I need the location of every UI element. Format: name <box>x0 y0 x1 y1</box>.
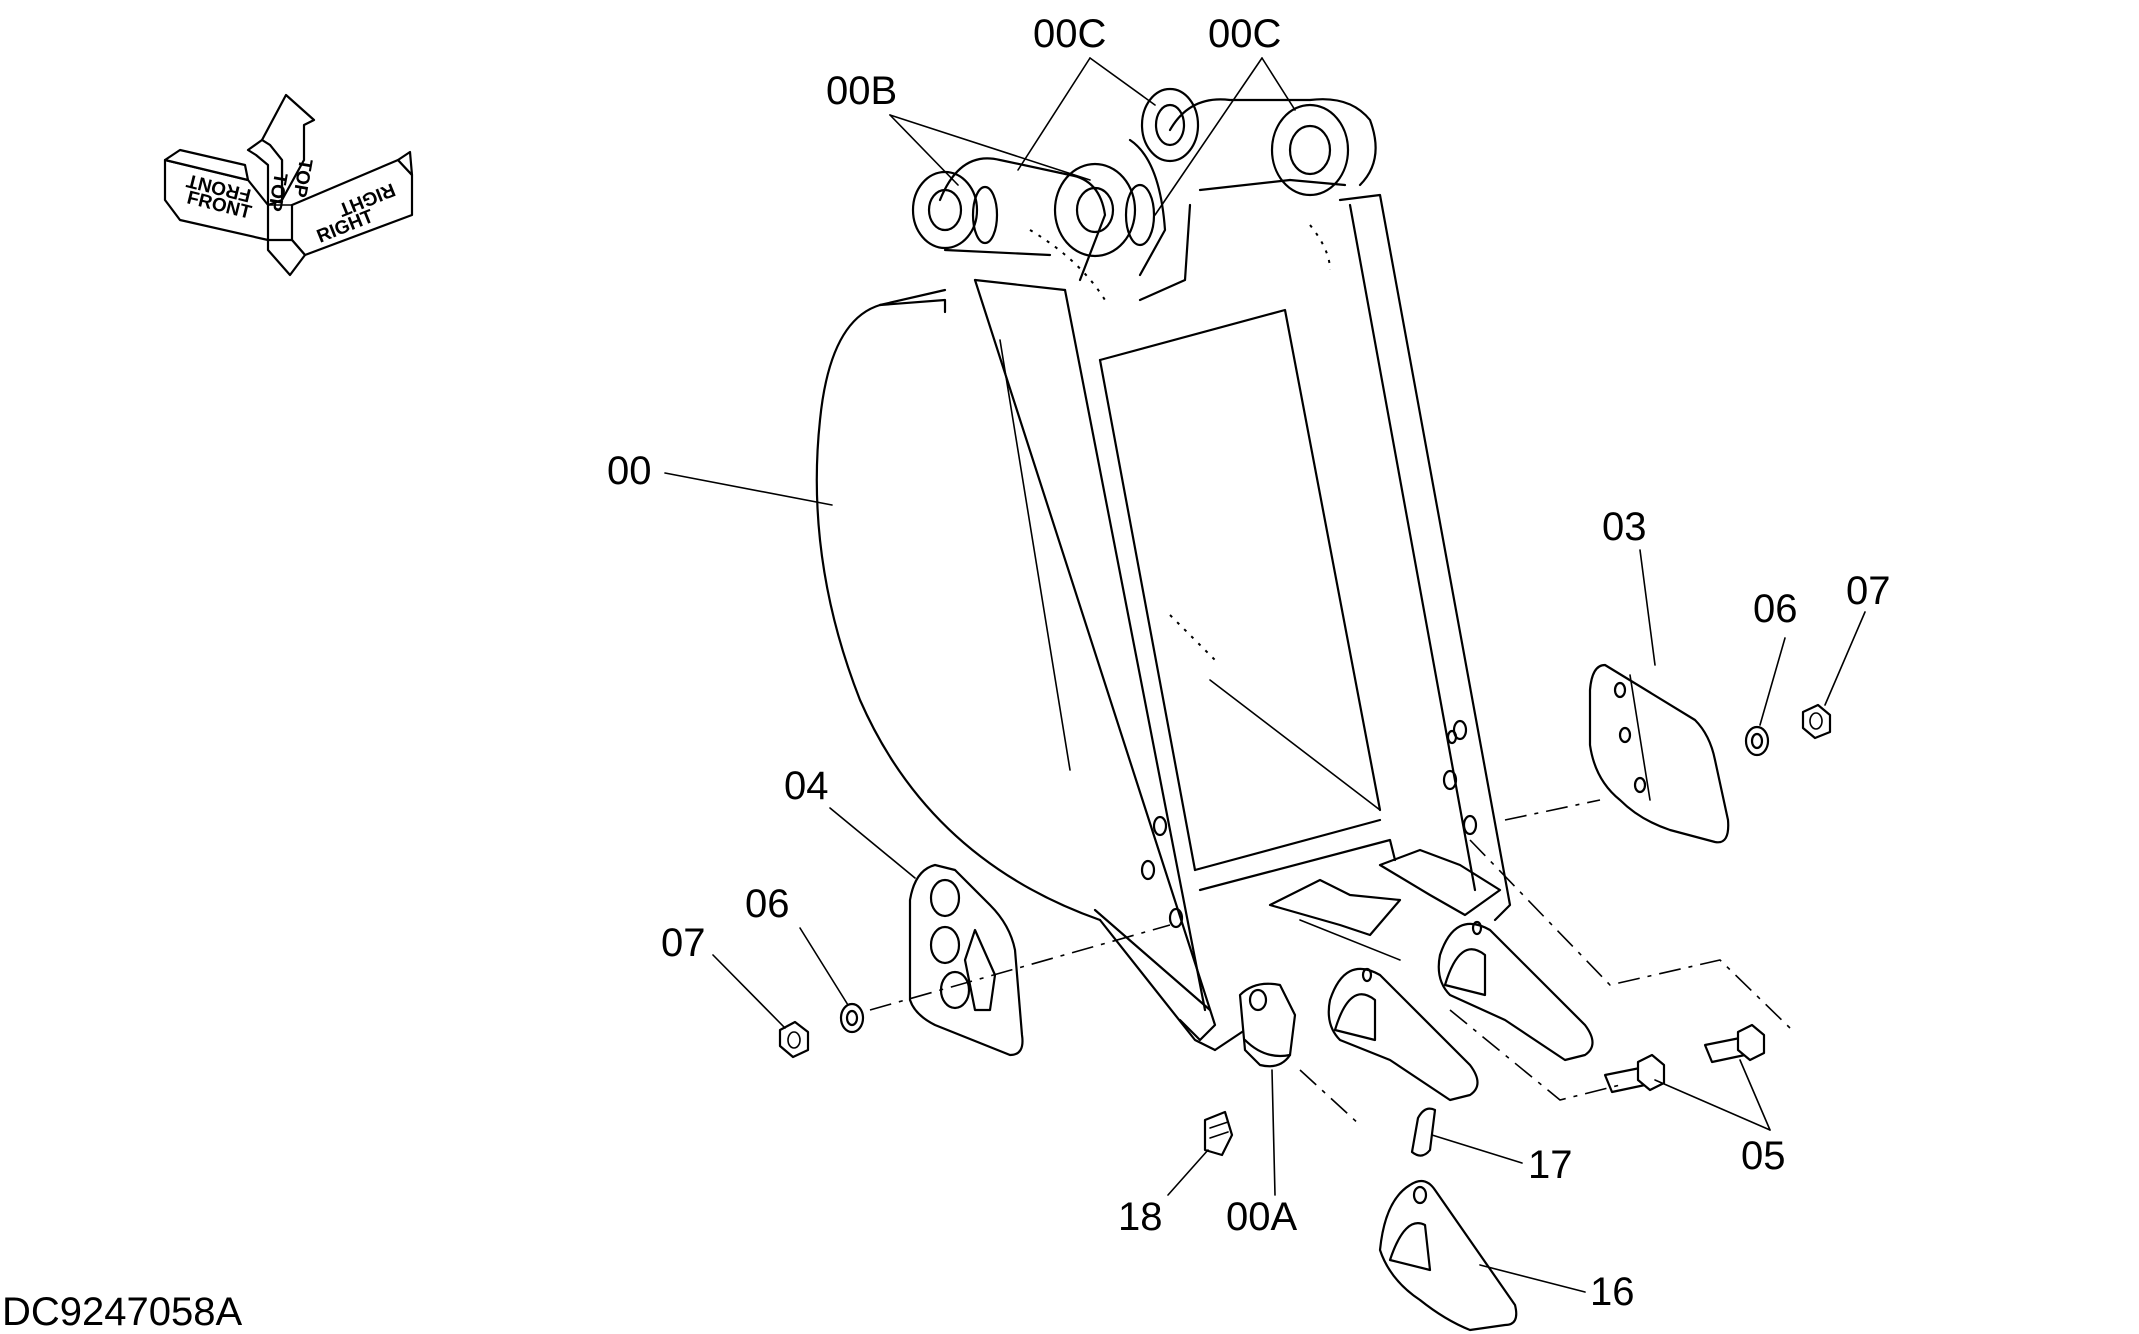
bolt-front <box>1603 1053 1666 1094</box>
callout-00c-right: 00C <box>1208 12 1281 56</box>
callout-18: 18 <box>1118 1195 1163 1239</box>
callout-16: 16 <box>1590 1270 1635 1314</box>
callout-07-right: 07 <box>1846 569 1891 613</box>
leader-lines <box>664 57 1866 1293</box>
washer-left <box>839 1002 865 1034</box>
top-bosses <box>911 87 1377 302</box>
tooth-pin <box>1410 1107 1437 1157</box>
side-cutter-right <box>1588 663 1730 844</box>
orientation-indicator-icon: FRONT FRONT TOP TOP RIGHT RIGHT <box>163 93 414 277</box>
lock <box>1203 1110 1234 1157</box>
callout-06-left: 06 <box>745 882 790 926</box>
tooth-installed-2 <box>1437 920 1594 1062</box>
callout-06-right: 06 <box>1753 587 1798 631</box>
nut-left <box>778 1020 810 1059</box>
callout-00: 00 <box>607 449 652 493</box>
callout-00c-left: 00C <box>1033 12 1106 56</box>
callout-03: 03 <box>1602 505 1647 549</box>
tooth-adapters <box>1268 848 1502 961</box>
callout-00a: 00A <box>1226 1195 1297 1239</box>
adapter-installed <box>1238 982 1297 1068</box>
tooth <box>1378 1179 1518 1332</box>
callout-labels: 00 00A 00B 00C 00C 03 04 05 06 06 07 07 … <box>607 12 1891 1314</box>
nut-right <box>1801 703 1832 740</box>
bucket-body <box>815 193 1512 1052</box>
tooth-installed-1 <box>1327 967 1479 1102</box>
callout-05: 05 <box>1741 1134 1786 1178</box>
side-cutter-left <box>908 863 1024 1057</box>
washer-right <box>1744 725 1770 757</box>
assembly-centerlines <box>869 799 1791 1126</box>
callout-17: 17 <box>1528 1143 1573 1187</box>
callout-07-left: 07 <box>661 921 706 965</box>
callout-00b: 00B <box>826 69 897 113</box>
bolt-rear <box>1703 1023 1766 1064</box>
callout-04: 04 <box>784 764 829 808</box>
drawing-code: DC9247058A <box>2 1290 242 1334</box>
